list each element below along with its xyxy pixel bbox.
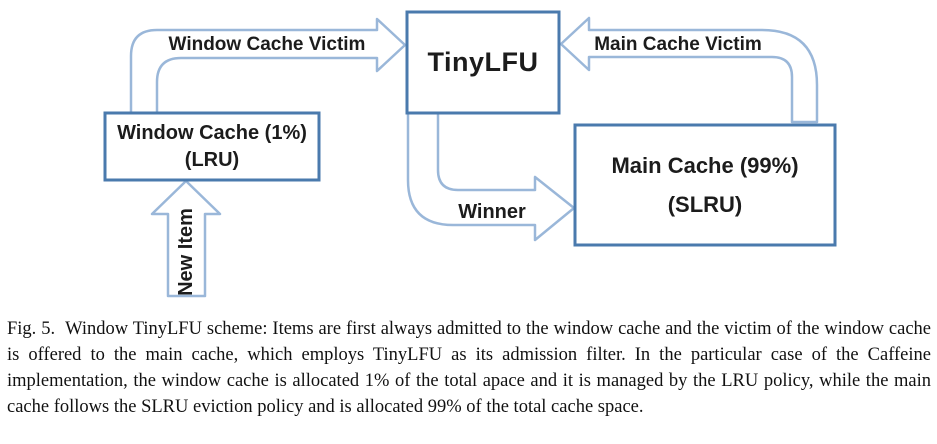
figure-caption-number: Fig. 5. <box>7 319 56 339</box>
window-cache-box-label-line1: Window Cache (1%) <box>117 121 307 144</box>
window-cache-victim-arrow <box>129 17 407 115</box>
window-cache-box-label: Window Cache (1%) (LRU) <box>105 113 319 180</box>
main-cache-victim-arrow <box>559 16 819 124</box>
window-cache-box <box>103 111 321 182</box>
wtinylfu-diagram: TinyLFU Window Cache (1%) (LRU) Main Cac… <box>103 10 837 298</box>
winner-arrow <box>406 111 576 242</box>
new-item-label: New Item <box>175 208 197 296</box>
main-cache-box-label-line2: (SLRU) <box>667 192 743 217</box>
new-item-arrow <box>150 179 222 298</box>
window-cache-box-label-line2: (LRU) <box>184 148 240 171</box>
tinylfu-box-label: TinyLFU <box>407 12 559 113</box>
window-cache-victim-label: Window Cache Victim <box>168 34 366 55</box>
main-cache-box <box>573 123 837 247</box>
tinylfu-box <box>405 10 561 115</box>
tinylfu-box-label-text: TinyLFU <box>427 47 539 77</box>
main-cache-victim-label: Main Cache Victim <box>594 34 762 55</box>
diagram-canvas <box>103 10 837 298</box>
figure-caption-text: Window TinyLFU scheme: Items are first a… <box>7 319 931 417</box>
main-cache-box-label: Main Cache (99%) (SLRU) <box>575 125 835 245</box>
figure-caption: Fig. 5.Window TinyLFU scheme: Items are … <box>7 316 931 420</box>
main-cache-box-label-line1: Main Cache (99%) <box>611 153 799 178</box>
winner-label: Winner <box>458 201 526 223</box>
